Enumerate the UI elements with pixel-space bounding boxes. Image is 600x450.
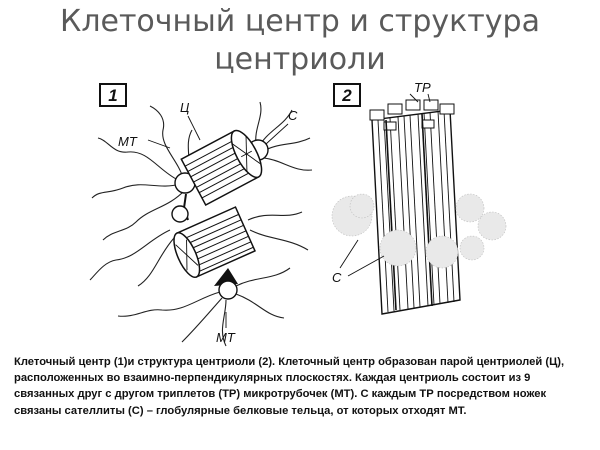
label-triplet: ТР (414, 80, 431, 95)
centriole-upper (180, 129, 263, 207)
label-mt-bottom: МТ (216, 330, 236, 345)
slide-title-line-1: Клеточный центр и структура (60, 4, 540, 39)
label-centriole: Ц (180, 100, 190, 115)
cell-center-drawing: 1 (89, 83, 313, 347)
label-satellite-2: С (332, 270, 342, 285)
figure-cell-center: 1 (88, 80, 318, 350)
slide-title-line-2: центриоли (214, 42, 386, 77)
label-mt-top: МТ (118, 134, 138, 149)
centriole-structure-drawing: 2 (331, 80, 507, 315)
satellites-lower (218, 280, 238, 300)
centriole-lower (173, 206, 256, 278)
satellites (331, 193, 507, 269)
figure1-number: 1 (108, 86, 117, 105)
figure2-number: 2 (341, 86, 352, 105)
satellites-middle (171, 205, 189, 223)
centriole-cylinder (369, 99, 461, 315)
microtubules-lower (89, 211, 309, 347)
label-satellite: С (288, 108, 298, 123)
figure-centriole-structure: 2 (322, 80, 512, 350)
caption: Клеточный центр (1)и структура центриоли… (14, 356, 565, 417)
figure2-number-box (333, 83, 361, 107)
figure1-number-box (99, 83, 127, 107)
